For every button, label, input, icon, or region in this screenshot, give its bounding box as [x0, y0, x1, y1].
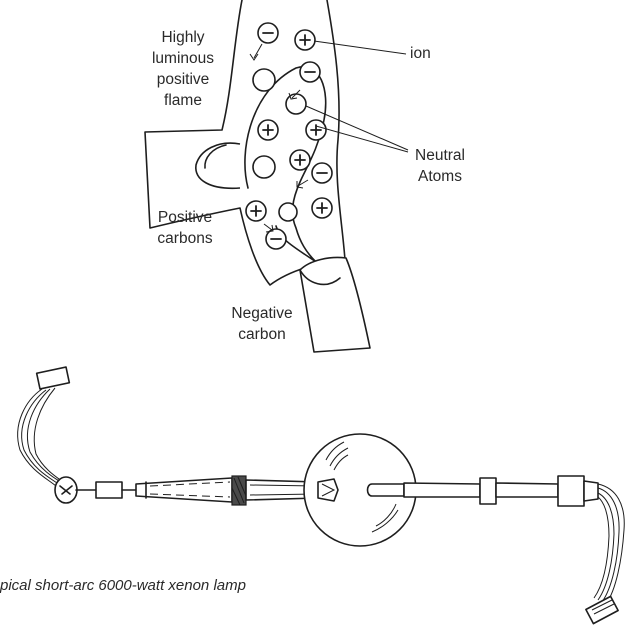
left-end-cap	[55, 477, 136, 503]
positive-ion	[290, 150, 310, 170]
lamp-caption: pical short-arc 6000-watt xenon lamp	[0, 577, 246, 594]
label-neutral-2: Atoms	[418, 168, 462, 185]
left-stem	[136, 476, 318, 505]
negative-ion	[312, 163, 332, 183]
label-flame-3: positive	[157, 71, 210, 88]
positive-ion	[258, 120, 278, 140]
xenon-lamp-diagram: pical short-arc 6000-watt xenon lamp	[0, 367, 624, 624]
label-flame-4: flame	[164, 92, 202, 109]
positive-carbon-tip	[196, 143, 240, 188]
positive-ion	[306, 120, 326, 140]
negative-ion	[300, 62, 320, 82]
neutral-atom	[279, 203, 297, 221]
neutral-atom	[253, 69, 275, 91]
label-negative-carbon-1: Negative	[231, 305, 292, 322]
negative-carbon	[300, 258, 370, 353]
label-negative-carbon-2: carbon	[238, 326, 285, 343]
carbon-arc-diagram: Highly luminous positive flame ion Neutr…	[145, 0, 465, 352]
right-connector	[586, 484, 624, 624]
neutral-atom	[286, 94, 306, 114]
label-positive-carbons-1: Positive	[158, 209, 212, 226]
label-flame-2: luminous	[152, 50, 214, 67]
negative-ion	[258, 23, 278, 43]
label-flame-1: Highly	[161, 29, 204, 46]
left-connector	[18, 367, 70, 486]
label-ion: ion	[410, 45, 431, 62]
positive-ion	[312, 198, 332, 218]
positive-ion	[295, 30, 315, 50]
xenon-bulb	[304, 434, 416, 546]
particle-field	[246, 23, 332, 249]
right-stem	[404, 476, 598, 506]
label-neutral-1: Neutral	[415, 147, 465, 164]
neutral-atom	[253, 156, 275, 178]
positive-ion	[246, 201, 266, 221]
label-positive-carbons-2: carbons	[157, 230, 212, 247]
